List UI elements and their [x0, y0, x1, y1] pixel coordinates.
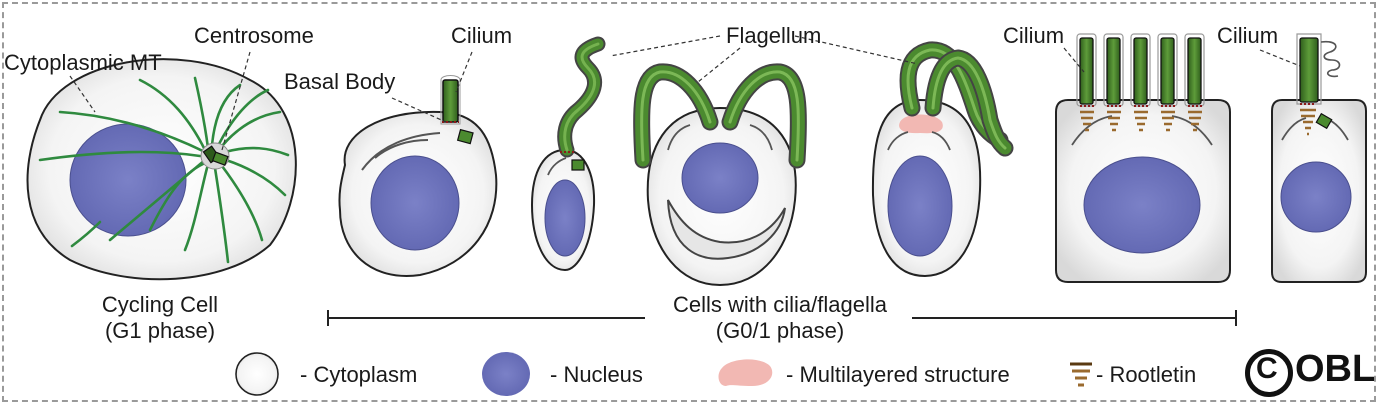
- cytoplasmic-microtubules: [38, 76, 290, 264]
- caption-cycling-line1: Cycling Cell: [101, 292, 219, 317]
- caption-cycling-cell: Cycling Cell (G1 phase): [60, 292, 260, 345]
- copyright-logo: C OBL: [1243, 344, 1375, 397]
- legend-label-nucleus: - Nucleus: [550, 362, 643, 387]
- label-cytoplasmic-mt: Cytoplasmic MT: [4, 50, 162, 75]
- single-cilium-cell-nucleus: [1280, 161, 1352, 233]
- legend-label-rootletin: - Rootletin: [1096, 362, 1197, 387]
- caption-ciliated-line2: (G0/1 phase): [715, 318, 845, 344]
- cytoplasm-swatch-icon: [235, 352, 279, 396]
- biflagellate-cell-nucleus: [681, 142, 759, 214]
- caption-ciliated-cells: Cells with cilia/flagella (G0/1 phase): [640, 292, 920, 345]
- multilayered-cell: [871, 41, 1014, 278]
- rootletins: [1080, 105, 1202, 132]
- primary-cilium: [442, 79, 459, 123]
- centrosome: [200, 142, 230, 170]
- cycling-cell: [26, 58, 297, 281]
- cycling-cell-nucleus: [69, 123, 187, 237]
- copyright-text: OBL: [1295, 348, 1376, 390]
- label-cilium-multiciliated: Cilium: [1003, 23, 1065, 48]
- label-basal-body: Basal Body: [284, 69, 396, 94]
- sperm-cell-nucleus: [544, 179, 586, 257]
- multiciliated-cell: [1055, 33, 1231, 283]
- primary-cilium-cell-nucleus: [370, 155, 460, 251]
- motile-cilium: [1299, 37, 1319, 103]
- caption-ciliated-line1: Cells with cilia/flagella: [673, 292, 887, 317]
- leader-lines: [69, 35, 1301, 151]
- caption-cycling-line2: (G1 phase): [104, 318, 216, 344]
- label-centrosome: Centrosome: [194, 23, 314, 48]
- legend-icons: [235, 352, 1092, 396]
- multiciliated-cell-nucleus: [1083, 156, 1201, 254]
- copyright-symbol: C: [1256, 352, 1278, 385]
- basal-body-daughter: [456, 128, 474, 145]
- label-cilium-primary: Cilium: [451, 23, 513, 48]
- multilayered-structure: [899, 114, 943, 134]
- primary-cilium-cell: [338, 75, 498, 277]
- biflagellate-cell: [633, 63, 807, 287]
- multilayered-swatch-icon: [718, 359, 773, 386]
- legend-label-multilayered: - Multilayered structure: [786, 362, 1010, 387]
- legend-label-cytoplasm: - Cytoplasm: [300, 362, 418, 387]
- multilayered-cell-nucleus: [887, 155, 953, 257]
- nucleus-swatch-icon: [482, 352, 530, 396]
- ciliated-range-bracket: [327, 310, 1237, 326]
- copyright-ring-icon: [1245, 349, 1293, 397]
- sperm-cell: [530, 36, 606, 272]
- rootletin-swatch-icon: [1070, 362, 1092, 387]
- label-flagellum: Flagellum: [726, 23, 822, 48]
- cilia-row: [1076, 33, 1205, 107]
- label-cilium-single: Cilium: [1217, 23, 1279, 48]
- single-cilium-cell: [1271, 33, 1367, 283]
